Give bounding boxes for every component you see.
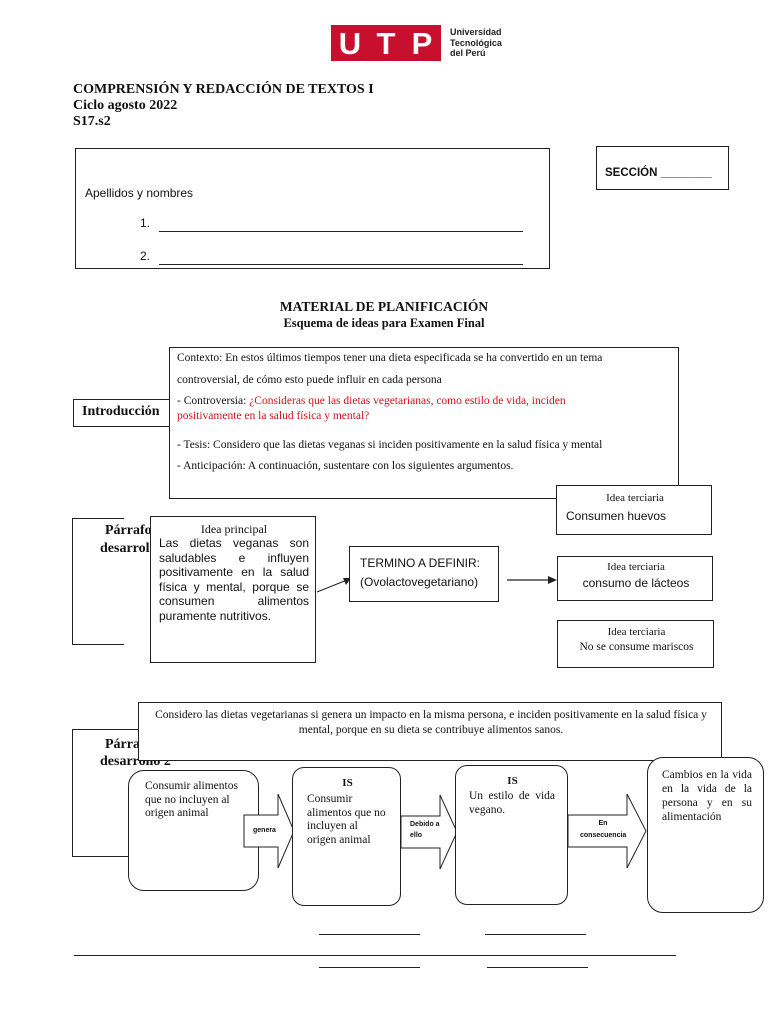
flow-box-4: Cambios en la vida en la vida de la pers… (647, 757, 764, 913)
introduction-label: Introducción (82, 404, 160, 419)
utp-logo (331, 25, 441, 61)
student-names-label: Apellidos y nombres (85, 186, 194, 200)
tertiary-idea-2-text: consumo de lácteos (582, 576, 690, 590)
thesis: - Tesis: Considero que las dietas vegana… (177, 439, 603, 451)
tertiary-idea-3-text: No se consume mariscos (579, 641, 694, 653)
term-box: TERMINO A DEFINIR: (Ovolactovegetariano) (349, 546, 499, 602)
tertiary-idea-1-text: Consumen huevos (566, 509, 667, 523)
main-idea-title: Idea principal (200, 522, 268, 536)
tertiary-idea-3: Idea terciaria No se consume mariscos (557, 620, 714, 668)
logo-letter-p: P (411, 26, 433, 61)
flow-box-2: IS Consumir alimentos que no incluyen al… (292, 767, 401, 906)
logo-letter-t: T (376, 26, 396, 61)
university-name: Universidad Tecnológica del Perú (450, 27, 502, 58)
flow-box-3-is: IS (507, 775, 518, 787)
term-value: (Ovolactovegetariano) (360, 575, 479, 589)
tertiary-idea-3-title: Idea terciaria (607, 626, 666, 638)
controversy-question-1: ¿Consideras que las dietas vegetarianas,… (249, 395, 566, 407)
arrow-consecuencia-label: En consecuencia (580, 820, 627, 839)
arrow-to-term-icon (316, 578, 351, 593)
arrow-debido-icon (400, 794, 458, 870)
main-idea-box: Idea principal Las dietas veganas son sa… (150, 516, 316, 663)
paragraph1-label-box (72, 518, 124, 645)
student-1-line[interactable] (159, 215, 523, 232)
session-code: S17.s2 (73, 114, 111, 129)
section-box: SECCIÓN ________ (596, 146, 729, 190)
course-cycle: Ciclo agosto 2022 (73, 98, 178, 113)
flow-box-4-text: Cambios en la vida en la vida de la pers… (662, 769, 752, 823)
blank-line-3 (319, 967, 420, 968)
term-title: TERMINO A DEFINIR: (360, 556, 481, 570)
planning-subtitle: Esquema de ideas para Examen Final (283, 316, 485, 330)
paragraph2-statement-box: Considero las dietas vegetarianas si gen… (138, 702, 722, 761)
arrow-to-tertiary-icon (507, 576, 557, 584)
context-line-1: Contexto: En estos últimos tiempos tener… (177, 352, 603, 364)
arrow-genera-icon (243, 793, 295, 869)
course-title: COMPRENSIÓN Y REDACCIÓN DE TEXTOS I (73, 82, 374, 97)
student-2-number: 2. (140, 249, 151, 263)
student-2-line[interactable] (159, 248, 523, 265)
paragraph2-label-box (72, 729, 138, 857)
arrow-genera-label: genera (253, 827, 276, 834)
flow-box-2-text: Consumir alimentos que no incluyen al or… (307, 793, 386, 846)
student-1-number: 1. (140, 216, 151, 230)
flow-box-1-text: Consumir alimentos que no incluyen al or… (145, 780, 238, 819)
tertiary-idea-2-title: Idea terciaria (607, 561, 665, 573)
flow-box-3-text: Un estilo de vida vegano. (469, 790, 555, 816)
logo-letter-u: U (338, 26, 362, 61)
section-label[interactable]: SECCIÓN ________ (605, 167, 712, 179)
introduction-label-box: Introducción (73, 399, 175, 427)
introduction-box (169, 347, 679, 499)
arrow-consecuencia-icon (567, 793, 647, 869)
blank-line-1 (319, 934, 420, 935)
tertiary-idea-1-title: Idea terciaria (606, 492, 664, 504)
paragraph1-label-1: Párrafo (105, 523, 152, 538)
controversy-question-2: positivamente en la salud física y menta… (177, 410, 370, 422)
flow-box-1: Consumir alimentos que no incluyen al or… (128, 770, 259, 891)
main-idea-text: Las dietas veganas son saludables e infl… (159, 536, 309, 623)
blank-line-4 (487, 967, 588, 968)
flow-box-3: IS Un estilo de vida vegano. (455, 765, 568, 905)
student-info-box: Apellidos y nombres 1. 2. (75, 148, 550, 269)
tertiary-idea-1: Idea terciaria Consumen huevos (556, 485, 712, 535)
blank-line-2 (485, 934, 586, 935)
context-line-2: controversial, de cómo esto puede influi… (177, 374, 442, 386)
tertiary-idea-2: Idea terciaria consumo de lácteos (557, 556, 713, 601)
controversy: - Controversia: ¿Consideras que las diet… (177, 395, 566, 422)
arrow-debido-label: Debido a ello (410, 821, 440, 839)
paragraph1-label-2: desarrollo (100, 541, 161, 556)
planning-title: MATERIAL DE PLANIFICACIÓN (279, 299, 489, 314)
divider-line (74, 955, 676, 956)
paragraph2-statement: Considero las dietas vegetarianas si gen… (155, 709, 707, 736)
anticipation: - Anticipación: A continuación, sustenta… (177, 460, 514, 472)
flow-box-2-is: IS (342, 777, 353, 789)
